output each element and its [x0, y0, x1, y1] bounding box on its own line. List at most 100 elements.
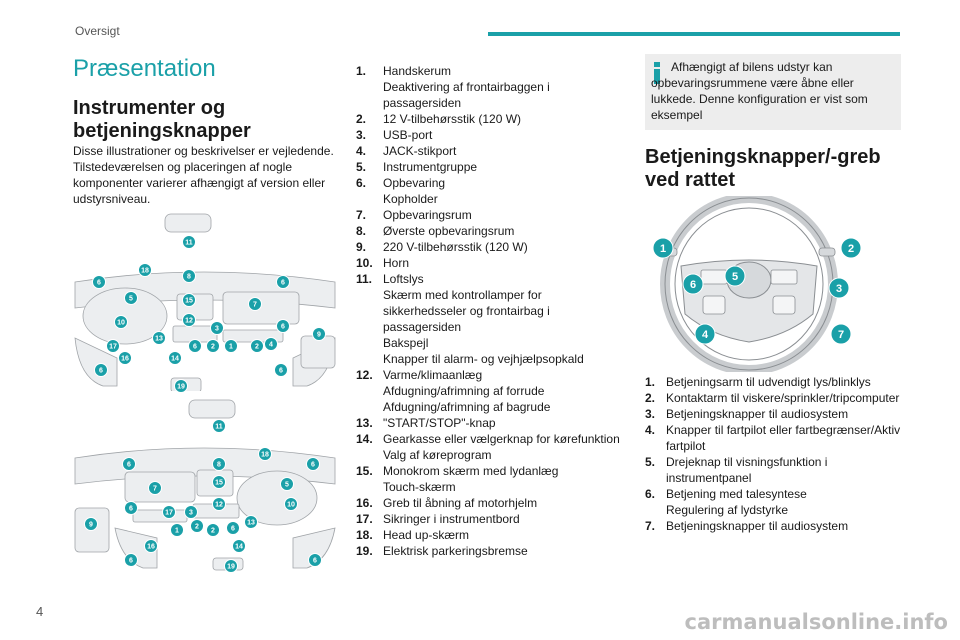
steering-heading: Betjeningsknapper/-greb ved rattet: [645, 146, 881, 191]
callout-badge: [138, 263, 152, 277]
item-line: Betjeningsarm til udvendigt lys/blinklys: [666, 375, 871, 389]
callout-badge: [94, 363, 108, 377]
callout-number: 6: [193, 344, 197, 351]
item-line: Afdugning/afrimning af bagrude: [383, 400, 551, 414]
callout-number: 8: [217, 462, 221, 469]
callout-number: 2: [195, 524, 199, 531]
callout-badge: [206, 339, 220, 353]
callout-badge: [226, 521, 240, 535]
callout-number: 16: [121, 356, 129, 363]
callout-number: 6: [97, 280, 101, 287]
callout-number: 9: [317, 332, 321, 339]
callout-badge: [174, 379, 188, 393]
callout-number: 3: [836, 283, 842, 295]
callout-number: 15: [215, 480, 223, 487]
list-item: 5.Instrumentgruppe: [356, 159, 628, 175]
item-text: Betjeningsknapper til audiosystem: [666, 518, 903, 534]
item-line: Loftslys: [383, 272, 424, 286]
item-line: USB-port: [383, 128, 433, 142]
steering-list: 1. Betjeningsarm til udvendigt lys/blinkl…: [645, 374, 903, 534]
list-item: 9.220 V-tilbehørsstik (120 W): [356, 239, 628, 255]
item-text: Betjeningsarm til udvendigt lys/blinklys: [666, 374, 903, 390]
item-number: 6.: [645, 487, 656, 501]
list-item: 8.Øverste opbevaringsrum: [356, 223, 628, 239]
callout-number: 6: [311, 462, 315, 469]
item-number: 7.: [356, 208, 367, 222]
info-box: Afhængigt af bilens udstyr kan opbevarin…: [645, 54, 901, 130]
callout-badge: [118, 351, 132, 365]
callout-badge: [182, 313, 196, 327]
list-item: 2.12 V-tilbehørsstik (120 W): [356, 111, 628, 127]
callout-number: 18: [261, 452, 269, 459]
item-number: 4.: [356, 144, 367, 158]
callout-number: 2: [848, 243, 854, 255]
item-text: JACK-stikport: [383, 143, 628, 159]
callout-number: 6: [281, 280, 285, 287]
list-item: 4. JACK-stikport: [356, 143, 628, 159]
item-line: Betjeningsknapper til audiosystem: [666, 519, 849, 533]
callout-badge: [308, 553, 322, 567]
callout-badge: [652, 237, 674, 259]
callout-number: 3: [189, 510, 193, 517]
item-line: Touch-skærm: [383, 480, 456, 494]
callout-badge: [182, 269, 196, 283]
item-number: 5.: [356, 160, 367, 174]
watermark: carmanualsonline.info: [684, 610, 948, 634]
list-item: 13. "START/STOP"-knap: [356, 415, 628, 431]
callout-badge: [148, 481, 162, 495]
callout-number: 4: [269, 342, 273, 349]
info-icon: [654, 62, 660, 84]
item-number: 13.: [356, 416, 373, 430]
callout-number: 19: [227, 564, 235, 571]
item-text: Drejeknap til visningsfunktion i instrum…: [666, 454, 903, 486]
callout-badge: [276, 319, 290, 333]
item-line: Greb til åbning af motorhjelm: [383, 496, 538, 510]
list-item: 4.Knapper til fartpilot eller fartbegræn…: [645, 422, 903, 454]
item-line: Drejeknap til visningsfunktion i instrum…: [666, 455, 828, 485]
item-line: Knapper til alarm- og vejhjælpsopkald: [383, 352, 584, 366]
item-line: Betjeningsknapper til audiosystem: [666, 407, 849, 421]
instruments-intro: Disse illustrationer og beskrivelser er …: [73, 144, 334, 206]
callout-number: 15: [185, 298, 193, 305]
callout-number: 3: [215, 326, 219, 333]
callout-badge: [106, 339, 120, 353]
callout-badge: [276, 275, 290, 289]
callout-badge: [250, 339, 264, 353]
item-number: 18.: [356, 528, 373, 542]
callout-number: 7: [838, 329, 844, 341]
item-line: Kontaktarm til viskere/sprinkler/tripcom…: [666, 391, 900, 405]
callout-badge: [306, 457, 320, 471]
callout-number: 1: [175, 528, 179, 535]
item-line: JACK-stikport: [383, 144, 457, 158]
callout-badge: [184, 505, 198, 519]
item-text: Head up-skærm: [383, 527, 628, 543]
callout-badge: [274, 363, 288, 377]
item-line: Knapper til fartpilot eller fartbegrænse…: [666, 423, 901, 453]
item-text: 220 V-tilbehørsstik (120 W): [383, 239, 628, 255]
callout-badge: [212, 457, 226, 471]
item-line: Sikringer i instrumentbord: [383, 512, 520, 526]
callout-badge: [124, 553, 138, 567]
callout-badge: [188, 339, 202, 353]
callout-number: 2: [211, 344, 215, 351]
item-line: "START/STOP"-knap: [383, 416, 496, 430]
item-number: 1.: [645, 375, 656, 389]
callout-number: 10: [287, 502, 295, 509]
item-text: Øverste opbevaringsrum: [383, 223, 628, 239]
callout-badge: [840, 237, 862, 259]
callout-number: 4: [702, 329, 709, 341]
callout-number: 6: [129, 558, 133, 565]
callout-number: 14: [235, 544, 243, 551]
item-number: 15.: [356, 464, 373, 478]
item-number: 2.: [356, 112, 367, 126]
item-text: Kontaktarm til viskere/sprinkler/tripcom…: [666, 390, 903, 406]
